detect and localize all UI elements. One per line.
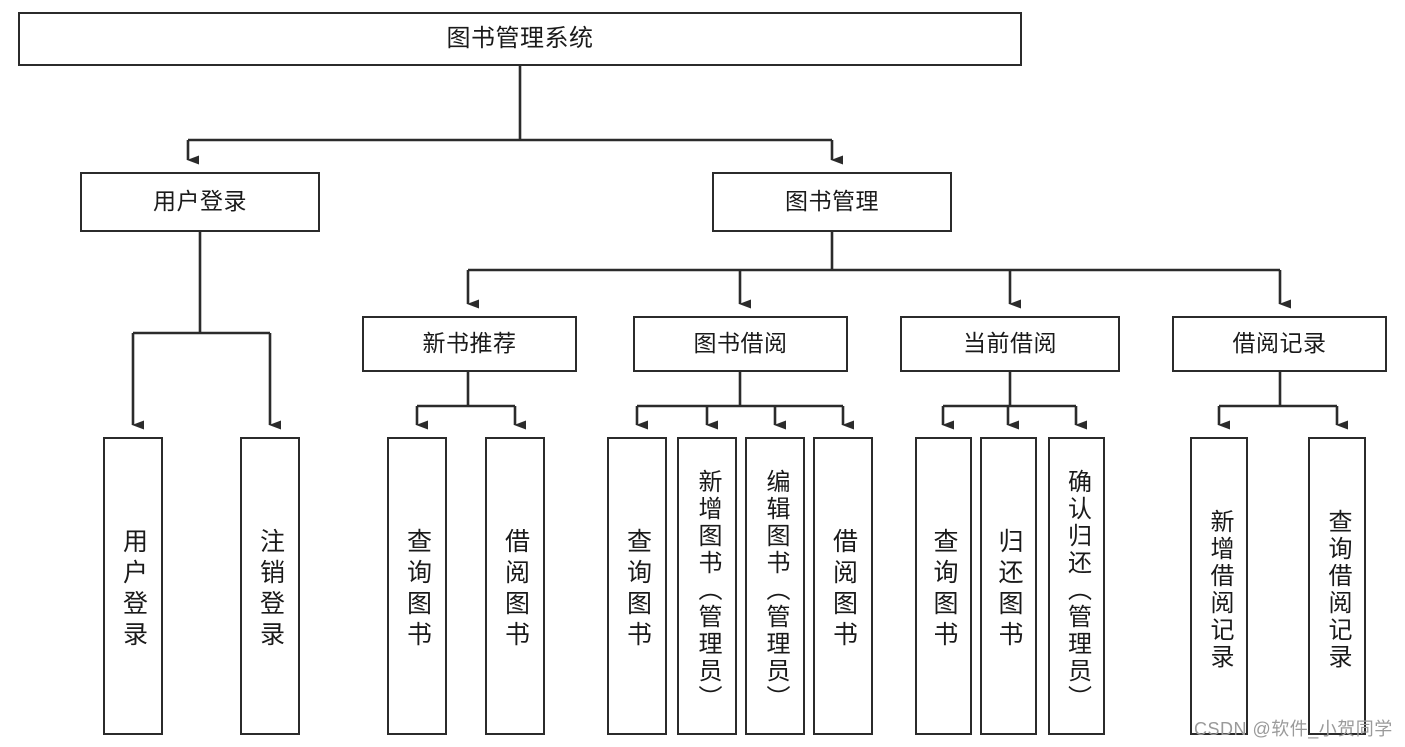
leaf-borrow-book-recommendation[interactable]: 借阅图书	[485, 437, 545, 735]
node-label: 确认归还（管理员）	[1063, 468, 1091, 712]
node-label: 注销登录	[256, 528, 285, 652]
leaf-query-borrow-record[interactable]: 查询借阅记录	[1308, 437, 1366, 735]
node-label: 查询图书	[930, 528, 958, 652]
node-label: 用户登录	[119, 528, 148, 652]
leaf-edit-book-admin[interactable]: 编辑图书（管理员）	[745, 437, 805, 735]
leaf-add-borrow-record[interactable]: 新增借阅记录	[1190, 437, 1248, 735]
node-label: 借阅记录	[1232, 330, 1327, 357]
node-label: 图书管理系统	[446, 24, 594, 52]
node-user-login[interactable]: 用户登录	[80, 172, 320, 232]
csdn-watermark: CSDN @软件_小贺同学	[1194, 719, 1393, 739]
leaf-borrow-book[interactable]: 借阅图书	[813, 437, 873, 735]
leaf-user-logout[interactable]: 注销登录	[240, 437, 300, 735]
node-label: 图书借阅	[693, 330, 788, 357]
leaf-query-book-current[interactable]: 查询图书	[915, 437, 972, 735]
node-label: 查询图书	[403, 528, 432, 652]
node-label: 编辑图书（管理员）	[762, 468, 789, 712]
node-label: 新书推荐	[422, 330, 517, 357]
leaf-return-book[interactable]: 归还图书	[980, 437, 1037, 735]
node-label: 新增借阅记录	[1206, 509, 1233, 671]
node-label: 当前借阅	[963, 330, 1057, 357]
node-label: 归还图书	[995, 528, 1023, 652]
node-label: 查询借阅记录	[1324, 509, 1351, 671]
node-label: 用户登录	[153, 188, 247, 215]
node-current-borrowing[interactable]: 当前借阅	[900, 316, 1120, 372]
node-book-borrowing[interactable]: 图书借阅	[633, 316, 848, 372]
leaf-confirm-return-admin[interactable]: 确认归还（管理员）	[1048, 437, 1105, 735]
node-new-book-recommendation[interactable]: 新书推荐	[362, 316, 577, 372]
leaf-add-book-admin[interactable]: 新增图书（管理员）	[677, 437, 737, 735]
leaf-query-book-recommendation[interactable]: 查询图书	[387, 437, 447, 735]
node-root-system[interactable]: 图书管理系统	[18, 12, 1022, 66]
leaf-user-login[interactable]: 用户登录	[103, 437, 163, 735]
node-borrowing-record[interactable]: 借阅记录	[1172, 316, 1387, 372]
leaf-query-book-borrowing[interactable]: 查询图书	[607, 437, 667, 735]
node-label: 借阅图书	[501, 528, 530, 652]
node-book-management[interactable]: 图书管理	[712, 172, 952, 232]
node-label: 借阅图书	[829, 528, 858, 652]
node-label: 新增图书（管理员）	[694, 468, 721, 712]
node-label: 查询图书	[623, 528, 652, 652]
node-label: 图书管理	[785, 188, 879, 215]
